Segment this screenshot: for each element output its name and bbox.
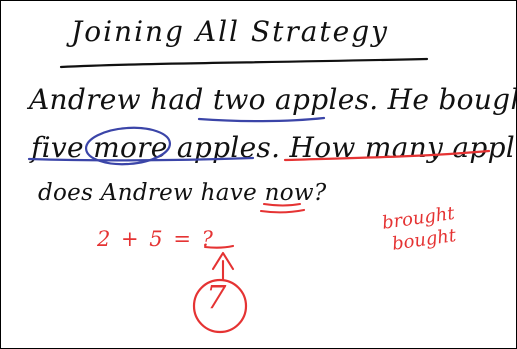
now-double-underline-bottom	[259, 208, 306, 214]
two-apples-underline	[197, 116, 326, 123]
problem-line-1: Andrew had two apples. He bought	[29, 83, 517, 116]
problem-line-3: does Andrew have now?	[38, 180, 327, 206]
lesson-title: Joining All Strategy	[71, 15, 389, 48]
title-underline	[59, 57, 429, 69]
answer-number: 7	[206, 278, 227, 316]
arrow-head	[211, 251, 235, 271]
equation: 2 + 5 = ?	[97, 227, 215, 251]
problem-line-2: five more apples. How many apples	[31, 131, 517, 164]
